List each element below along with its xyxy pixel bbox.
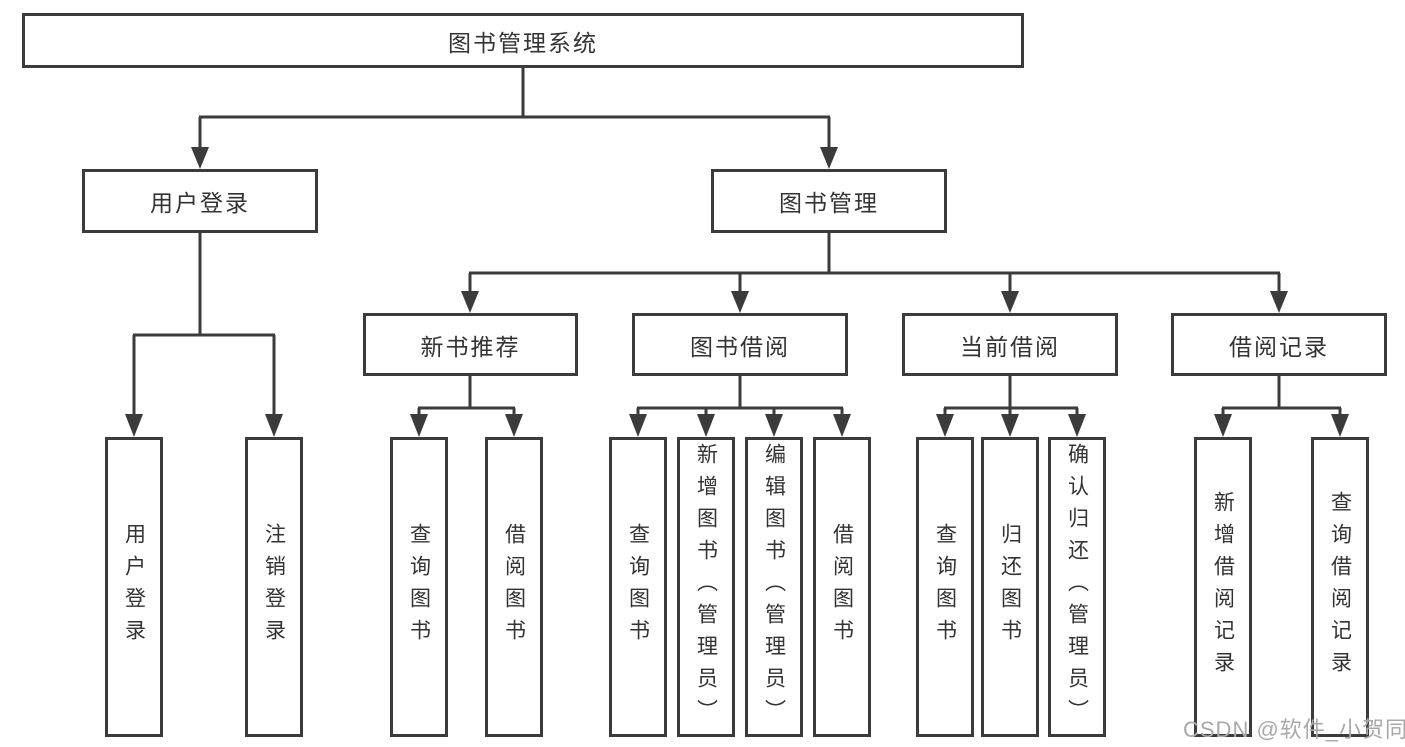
node-library-management-system: 图书管理系统 (22, 13, 1024, 68)
leaf-query-borrow-record: 查询借阅记录 (1311, 437, 1369, 737)
leaf-label: 确认归还（管理员） (1065, 443, 1089, 731)
node-label: 借阅记录 (1229, 333, 1329, 360)
node-label: 图书借阅 (690, 333, 790, 360)
leaf-label: 借阅图书 (502, 523, 526, 651)
node-label: 当前借阅 (960, 333, 1060, 360)
leaf-label: 查询图书 (933, 523, 957, 651)
leaf-query-book-under-book-borrow: 查询图书 (609, 437, 667, 737)
node-current-borrow: 当前借阅 (902, 313, 1118, 376)
leaf-label: 查询图书 (407, 523, 431, 651)
leaf-label: 新增图书（管理员） (694, 443, 718, 731)
leaf-confirm-return-admin: 确认归还（管理员） (1048, 437, 1106, 737)
leaf-label: 查询借阅记录 (1328, 491, 1352, 683)
leaf-borrow-book-under-new-book: 借阅图书 (485, 437, 543, 737)
leaf-add-borrow-record: 新增借阅记录 (1194, 437, 1252, 737)
leaf-label: 查询图书 (626, 523, 650, 651)
leaf-label: 注销登录 (262, 523, 286, 651)
node-new-book-recommend: 新书推荐 (363, 313, 578, 376)
node-label: 新书推荐 (420, 333, 521, 360)
leaf-user-login: 用户登录 (105, 437, 163, 737)
node-label: 图书管理 (779, 190, 879, 216)
node-user-login: 用户登录 (82, 169, 318, 233)
node-borrow-records: 借阅记录 (1171, 313, 1387, 376)
leaf-query-book-under-new-book: 查询图书 (390, 437, 448, 737)
leaf-label: 归还图书 (998, 523, 1022, 651)
leaf-logout-login: 注销登录 (245, 437, 303, 737)
leaf-add-book-admin: 新增图书（管理员） (677, 437, 735, 737)
node-label: 图书管理系统 (448, 29, 598, 56)
node-book-borrow: 图书借阅 (632, 313, 848, 376)
leaf-label: 借阅图书 (830, 523, 854, 651)
node-book-management: 图书管理 (711, 169, 947, 233)
leaf-label: 新增借阅记录 (1211, 491, 1235, 683)
leaf-return-book: 归还图书 (981, 437, 1039, 737)
leaf-query-book-under-current-borrow: 查询图书 (916, 437, 974, 737)
node-label: 用户登录 (150, 190, 250, 216)
leaf-borrow-book-under-book-borrow: 借阅图书 (813, 437, 871, 737)
leaf-label: 编辑图书（管理员） (762, 443, 786, 731)
leaf-label: 用户登录 (122, 523, 146, 651)
leaf-edit-book-admin: 编辑图书（管理员） (745, 437, 803, 737)
csdn-watermark: CSDN @软件_小贺同学 (1183, 717, 1405, 742)
